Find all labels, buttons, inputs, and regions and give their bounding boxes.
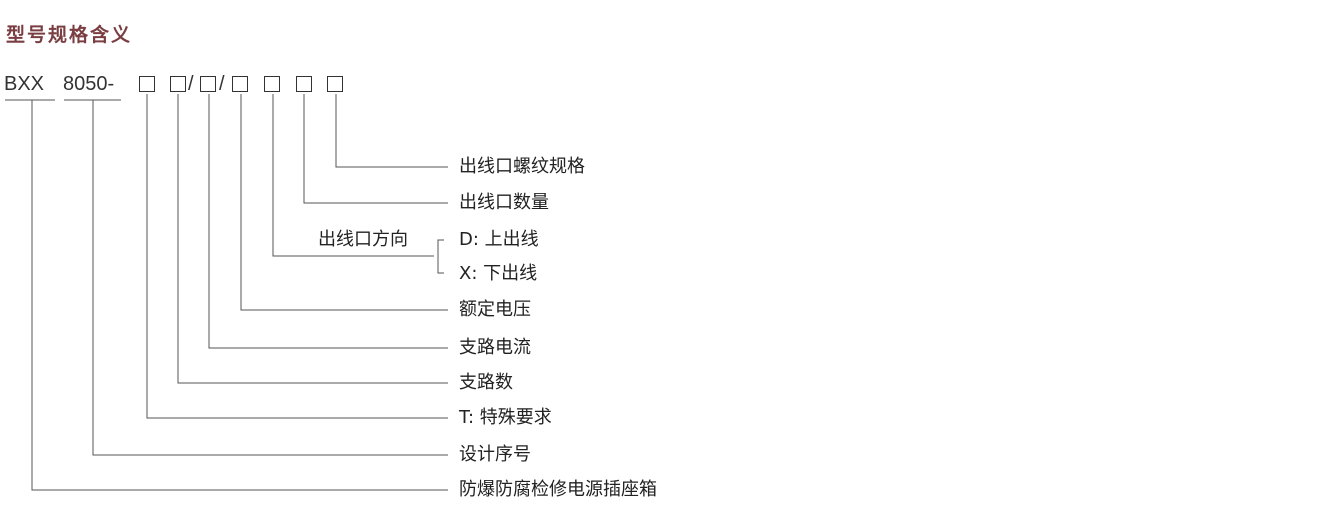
code-slash-2: / — [219, 73, 225, 95]
label-outlet-count: 出线口数量 — [459, 192, 549, 213]
leader-direction — [272, 94, 434, 257]
label-outlet-direction: 出线口方向 — [318, 229, 408, 250]
model-series: 8050- — [63, 73, 115, 95]
label-thread-spec: 出线口螺纹规格 — [459, 156, 585, 177]
leader-branch-current — [208, 94, 448, 349]
leader-outlet-count — [303, 94, 448, 204]
leader-product-name — [31, 100, 448, 491]
leader-design-no — [92, 100, 448, 456]
code-box-thread-spec — [327, 76, 343, 92]
code-box-branch-count — [170, 76, 186, 92]
label-dir-down: X: 下出线 — [459, 263, 538, 284]
leader-rated-voltage — [240, 94, 448, 311]
leader-thread-spec — [335, 94, 448, 168]
code-box-special — [139, 76, 155, 92]
code-box-branch-current — [200, 76, 216, 92]
leader-branch-count — [177, 94, 448, 384]
label-product-name: 防爆防腐检修电源插座箱 — [459, 479, 657, 500]
code-slash-1: / — [188, 73, 194, 95]
code-box-outlet-count — [296, 76, 312, 92]
code-box-direction — [264, 76, 280, 92]
label-branch-current: 支路电流 — [459, 337, 531, 358]
label-special-req: T: 特殊要求 — [459, 407, 552, 428]
model-prefix: BXX — [4, 73, 45, 95]
direction-bracket — [437, 239, 444, 274]
page-title: 型号规格含义 — [6, 24, 133, 46]
label-branch-count: 支路数 — [459, 372, 513, 393]
label-rated-voltage: 额定电压 — [459, 299, 531, 320]
label-dir-up: D: 上出线 — [459, 229, 539, 250]
label-design-no: 设计序号 — [459, 444, 531, 465]
leader-special-req — [146, 94, 448, 419]
code-box-rated-voltage — [232, 76, 248, 92]
